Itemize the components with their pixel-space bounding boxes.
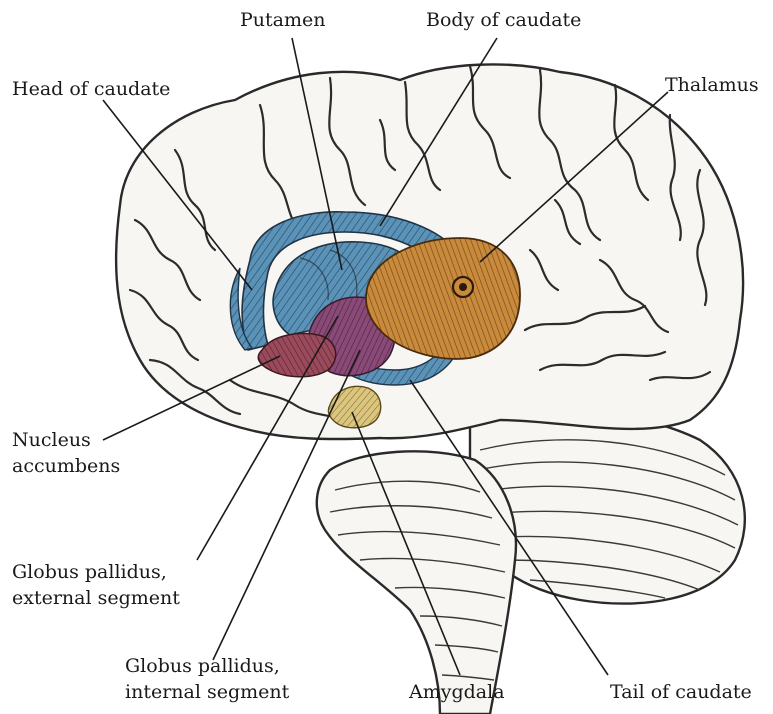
label-head-of-caudate: Head of caudate — [12, 78, 170, 100]
label-nucleus-accumbens-line1: Nucleus — [12, 429, 91, 451]
label-nucleus-accumbens-line2: accumbens — [12, 455, 120, 477]
brainstem — [317, 451, 516, 714]
label-tail-of-caudate: Tail of caudate — [610, 681, 752, 703]
label-gp-external-line2: external segment — [12, 587, 180, 609]
label-body-of-caudate: Body of caudate — [426, 9, 581, 31]
label-gp-internal-line1: Globus pallidus, — [125, 655, 280, 677]
label-thalamus: Thalamus — [665, 74, 759, 96]
label-gp-external-line1: Globus pallidus, — [12, 561, 167, 583]
label-amygdala: Amygdala — [408, 681, 505, 703]
label-gp-internal-line2: internal segment — [125, 681, 290, 703]
label-putamen: Putamen — [240, 9, 325, 31]
